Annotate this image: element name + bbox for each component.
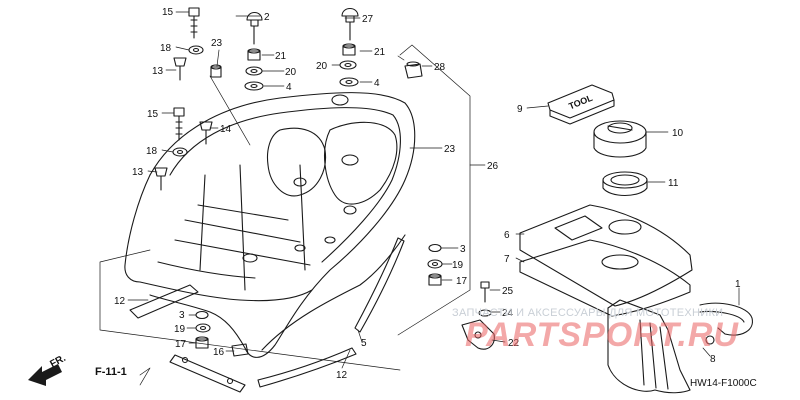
callout-20-right: 20 [316,61,328,72]
callout-3-left: 3 [179,310,185,321]
callout-1: 1 [735,279,741,290]
callout-26: 26 [487,161,499,172]
reference-label: F-11-1 [95,366,127,378]
filler-tray [519,204,693,307]
rivet-27 [341,7,359,41]
callout-20-left: 20 [285,67,297,78]
callout-10: 10 [672,128,684,139]
seal-strip-left [129,284,199,319]
callout-21-left: 21 [275,51,287,62]
screw-13-mid [154,167,168,191]
grommet-20-right [339,60,357,70]
callout-6: 6 [504,230,510,241]
callout-19-right: 19 [452,260,464,271]
washer-18-top [188,45,204,55]
callout-3-right: 3 [460,244,466,255]
washer-4-right [339,77,359,87]
callout-12-left: 12 [114,296,126,307]
callout-11: 11 [668,178,679,189]
screw-14 [199,121,213,145]
seal-strip-right [354,237,405,333]
washer-4-left [244,81,264,91]
bottom-bracket [169,354,246,393]
collar-17-right [428,273,442,286]
watermark-text: ЗАПЧАСТИ И АКСЕССУАРЫ ДЛЯ МОТОТЕХНИКИ [452,307,724,319]
callout-17-left: 17 [175,339,187,350]
callout-21-right: 21 [374,47,386,58]
callout-18-top: 18 [160,43,172,54]
collar-21-left [247,48,261,61]
callout-13-top: 13 [152,66,164,77]
watermark-logo: PARTSPORT.RU [465,316,739,354]
diagram-code: HW14-F1000C [690,378,757,389]
tray-seal [519,239,691,317]
tool-lid-label: TOOL [567,93,594,112]
nut-28 [404,61,423,79]
rivet-2 [246,11,263,45]
callout-17-right: 17 [456,276,468,287]
washer-18-mid [172,147,188,157]
callout-22: 22 [508,338,520,349]
callout-23-top: 23 [211,38,223,49]
callout-4-right: 4 [374,78,380,89]
grommet-20-left [245,66,263,76]
clamp-22 [461,319,495,350]
collar-23 [210,64,222,78]
callout-24: 24 [502,308,514,319]
grommet-19-left [195,323,211,333]
callout-28: 28 [434,62,446,73]
callout-16: 16 [213,347,225,358]
callout-12-bottom: 12 [336,370,348,381]
callout-9: 9 [517,104,523,115]
callout-18-mid: 18 [146,146,158,157]
callout-5: 5 [361,338,367,349]
callout-27: 27 [362,14,374,25]
grommet-19-right [427,259,443,269]
seal-strip-bottom [257,347,357,388]
callout-15-mid: 15 [147,109,159,120]
washer-3-left [195,310,209,320]
callout-7: 7 [504,254,510,265]
collar-21-right [342,43,356,56]
collar-17-left [195,336,209,349]
callout-14: 14 [220,124,232,135]
bolt-15-mid [173,107,185,141]
callout-15-top: 15 [162,7,174,18]
front-direction-arrow [28,364,62,386]
leader-lines [99,11,740,386]
bolt-15-top [188,7,200,39]
tool-box-lid [547,84,615,125]
fuel-cap [593,120,647,158]
clip-16 [231,343,249,357]
callout-23-mid: 23 [444,144,456,155]
filler-neck-hose [607,299,691,394]
filler-gasket [602,171,648,197]
callout-4-left: 4 [286,82,292,93]
callout-19-left: 19 [174,324,186,335]
washer-24 [478,309,492,317]
callout-2: 2 [264,12,270,23]
callout-13-mid: 13 [132,167,144,178]
screw-13-top [173,57,187,81]
callout-8: 8 [710,354,716,365]
washer-3-right [428,243,442,253]
bolt-25 [480,281,490,303]
callout-25: 25 [502,286,514,297]
hose-clamp [699,302,753,345]
storage-tray [124,92,416,358]
